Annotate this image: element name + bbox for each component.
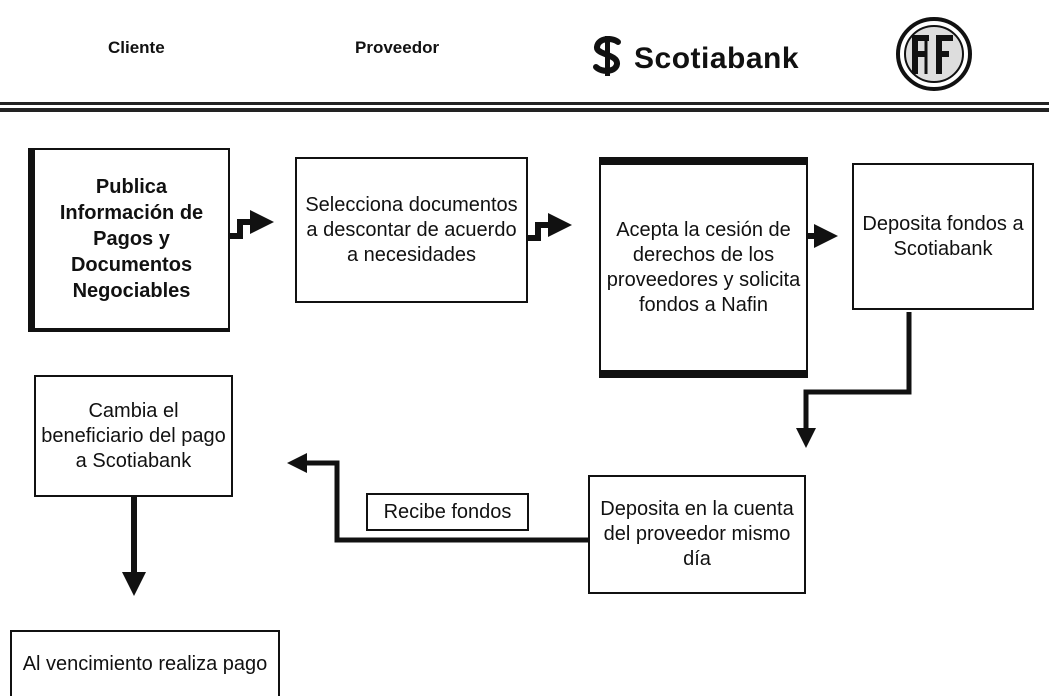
step-vencimiento: Al vencimiento realiza pago <box>10 630 280 696</box>
recibe-fondos-label: Recibe fondos <box>366 493 529 531</box>
step-publica: Publica Información de Pagos y Documento… <box>28 148 230 332</box>
arrow-selecciona-acepta <box>528 213 572 241</box>
step-cambia-text: Cambia el beneficiario del pago a Scotia… <box>41 399 226 472</box>
cliente-label: Cliente <box>108 38 165 57</box>
step-acepta: Acepta la cesión de derechos de los prov… <box>599 157 808 378</box>
scotiabank-s-icon <box>590 36 626 81</box>
step-deposita-cuenta: Deposita en la cuenta del proveedor mism… <box>588 475 806 594</box>
step-deposita-fondos-text: Deposita fondos a Scotiabank <box>862 212 1024 260</box>
step-deposita-fondos: Deposita fondos a Scotiabank <box>852 163 1034 310</box>
arrow-recibe-fondos <box>287 453 588 543</box>
arrow-deposita-down <box>796 312 912 448</box>
scotiabank-brand: Scotiabank <box>590 36 799 81</box>
step-selecciona: Selecciona documentos a descontar de acu… <box>295 157 528 303</box>
bank-name: Scotiabank <box>634 41 800 75</box>
step-acepta-text: Acepta la cesión de derechos de los prov… <box>606 218 801 316</box>
arrow-publica-selecciona <box>230 210 274 239</box>
header-rule-top <box>0 102 1049 105</box>
recibe-fondos-text: Recibe fondos <box>383 500 512 523</box>
step-deposita-cuenta-text: Deposita en la cuenta del proveedor mism… <box>600 498 794 570</box>
nafin-seal-icon <box>895 16 973 97</box>
step-cambia: Cambia el beneficiario del pago a Scotia… <box>34 375 233 497</box>
step-selecciona-text: Selecciona documentos a descontar de acu… <box>305 193 518 266</box>
header-rule-bottom <box>0 108 1049 112</box>
step-publica-text: Publica Información de Pagos y Documento… <box>59 176 204 302</box>
proveedor-label: Proveedor <box>355 38 440 57</box>
step-vencimiento-text: Al vencimiento realiza pago <box>22 652 268 675</box>
